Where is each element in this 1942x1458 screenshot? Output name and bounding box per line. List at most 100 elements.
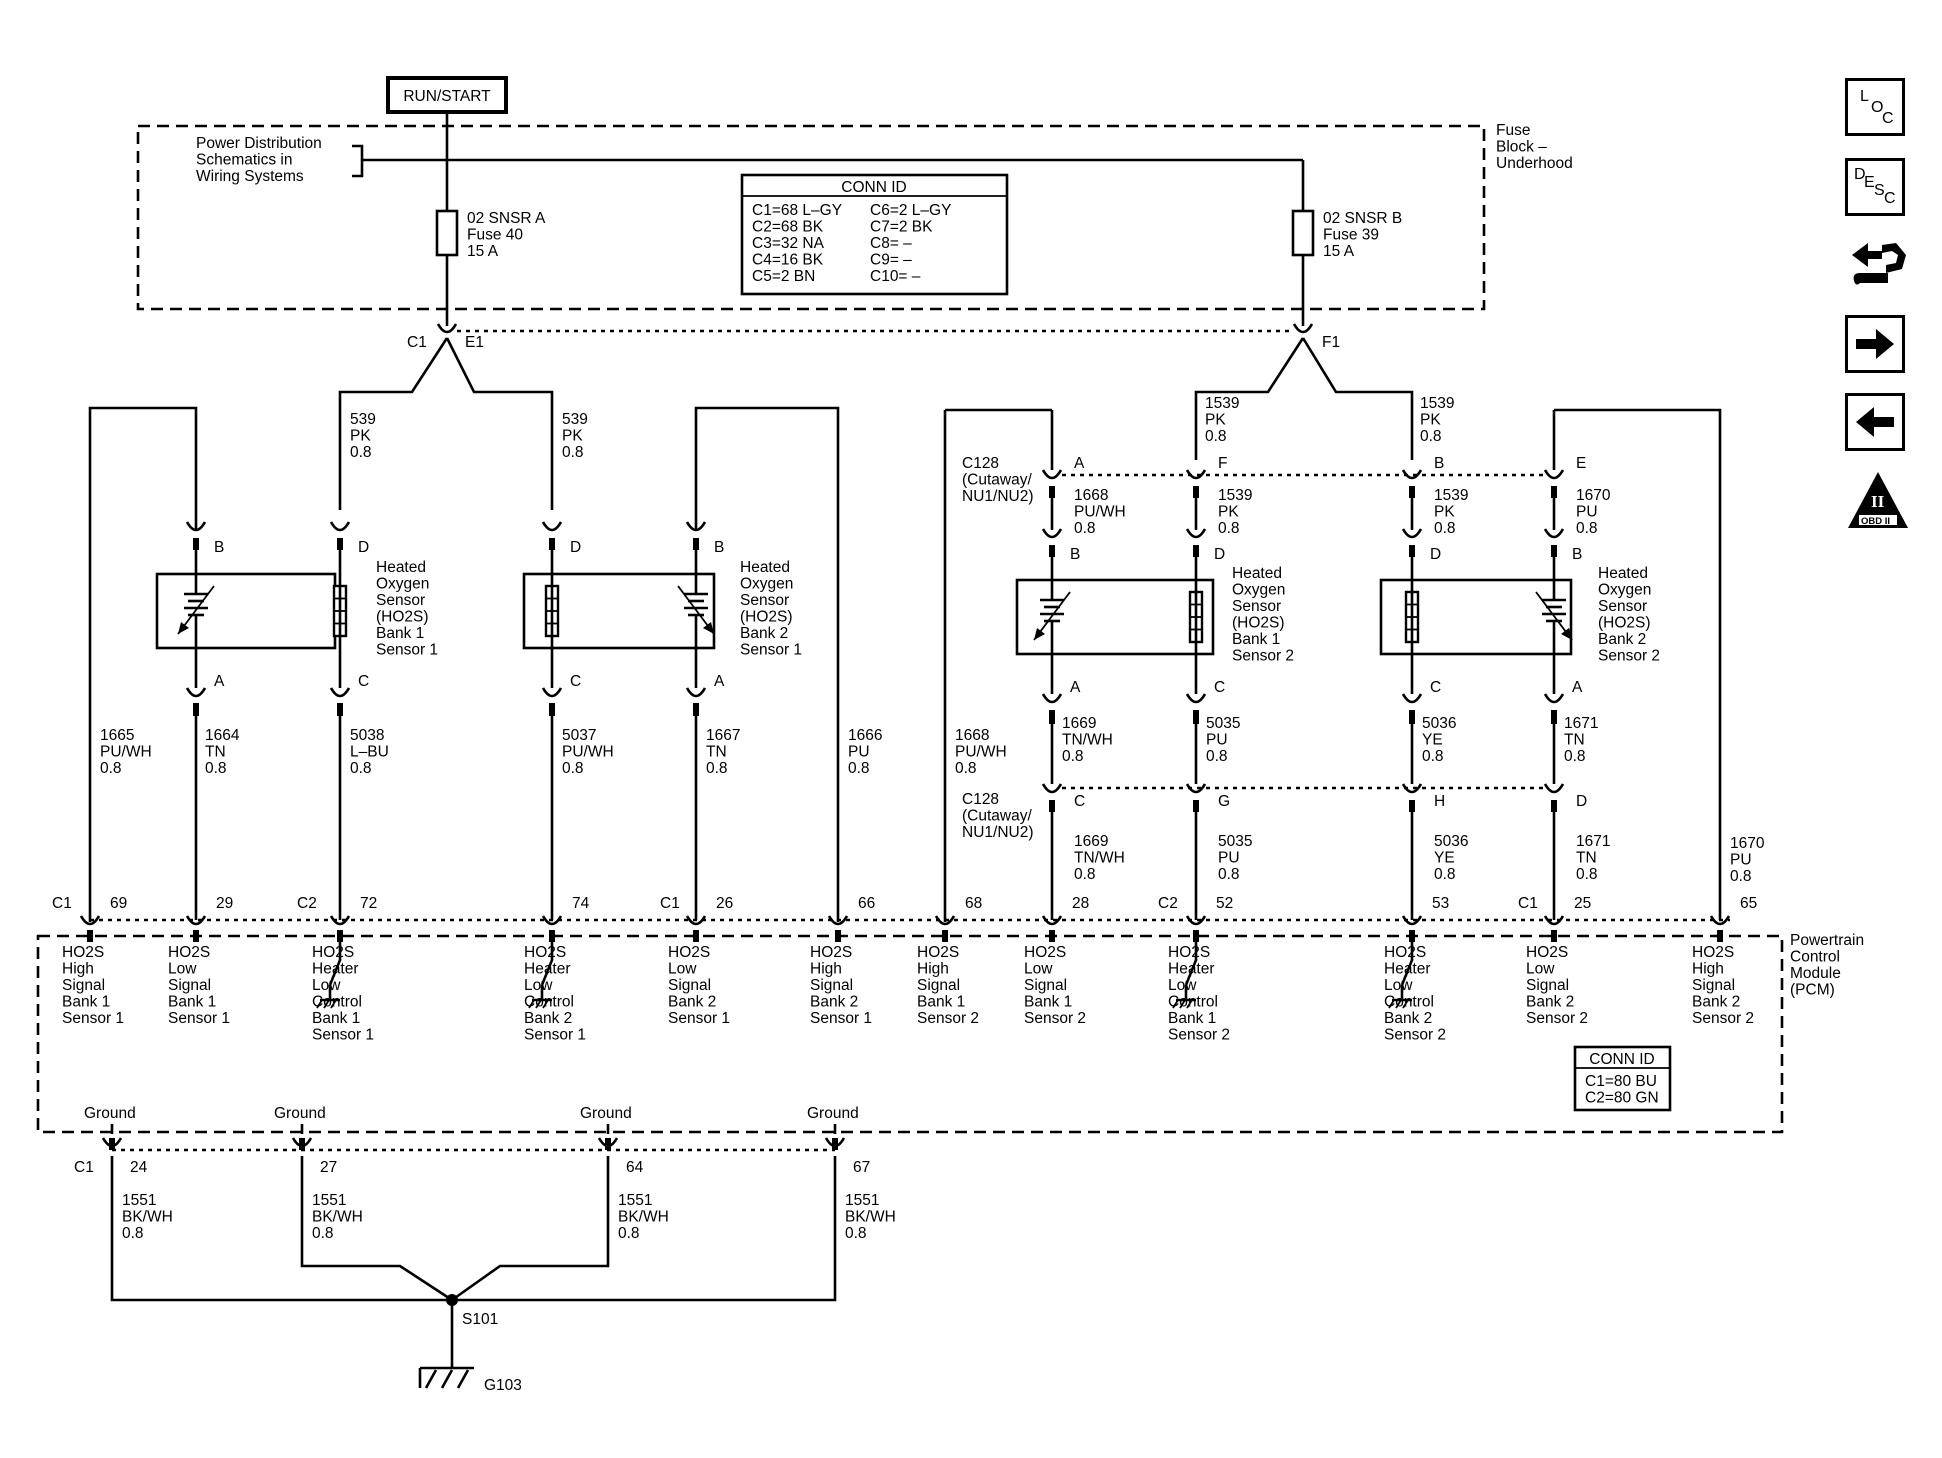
wire-1539a-label: 1539: [1205, 395, 1239, 412]
pcm-pin: [1401, 915, 1423, 926]
wire-1539b-label: 1539: [1420, 395, 1454, 412]
ground-wire-label: 0.8: [845, 1225, 867, 1242]
connector-face-button[interactable]: [1848, 235, 1908, 297]
pin-terminal: [1193, 712, 1199, 724]
pcm-pin-number: 74: [572, 895, 590, 912]
c128-lower-pin-label: G: [1218, 793, 1230, 810]
c128-upper-wire-label: PK: [1434, 504, 1455, 521]
fuse-40-label: 15 A: [467, 243, 499, 260]
signal-wire-label: PU: [1206, 732, 1228, 749]
pcm-pin-function: Bank 2: [1526, 994, 1574, 1011]
c128-upper-wire-label: 1539: [1218, 487, 1252, 504]
next-page-button[interactable]: [1845, 315, 1905, 373]
sensor-name: (HO2S): [1598, 615, 1651, 632]
wire: [424, 1369, 438, 1389]
obd-ii-button[interactable]: II OBD II: [1846, 470, 1910, 530]
sensor-name: Sensor: [376, 592, 425, 609]
sensor-box: [155, 572, 337, 650]
pcm-pin-function: Sensor 2: [1526, 1010, 1588, 1027]
ground-pin-number: 27: [320, 1159, 337, 1176]
pin-terminal: [693, 930, 699, 942]
pcm-pin: [1543, 915, 1565, 926]
pin-terminal: [1409, 712, 1415, 724]
signal-wire-label: 5038: [350, 727, 384, 744]
wire: [1388, 999, 1395, 1009]
sensor-top-pin-label: B: [214, 539, 224, 556]
pin-terminal: [299, 1138, 305, 1150]
pin-terminal: [1049, 712, 1055, 724]
fuse-block-title: Underhood: [1496, 155, 1573, 172]
sensor-name: Oxygen: [740, 576, 793, 593]
pcm-pin-function: HO2S: [917, 944, 959, 961]
pcm-pin-function: HO2S: [312, 944, 354, 961]
wire-1539a-label: 0.8: [1205, 428, 1227, 445]
c128-upper-label: C128: [962, 455, 999, 472]
pcm-pin-function: Bank 1: [917, 994, 965, 1011]
ground-pin-number: 67: [853, 1159, 870, 1176]
pcm-pin-function: Low: [1526, 961, 1555, 978]
pcm-pin-function: Sensor 1: [810, 1010, 872, 1027]
sensor-bottom-pin: [685, 687, 707, 698]
signal-wire-label: TN: [706, 744, 727, 761]
wire: [542, 999, 549, 1009]
pcm-pin-number: 52: [1216, 895, 1233, 912]
pin-terminal: [693, 703, 699, 715]
fuse-39-label: Fuse 39: [1323, 227, 1379, 244]
ground-wire-label: 0.8: [618, 1225, 640, 1242]
c128-lower-pin: [1543, 783, 1565, 794]
sensor-top-pin: [541, 521, 563, 532]
signal-wire-label: 0.8: [1564, 748, 1586, 765]
sensor-name: Heated: [376, 559, 426, 576]
pcm-pin-function: Signal: [1024, 977, 1067, 994]
c128-upper-pin-label: B: [1434, 455, 1444, 472]
pin-terminal: [1717, 930, 1723, 942]
pcm-conn-id-box: [1573, 1045, 1672, 1112]
sensor-name: Bank 2: [740, 625, 788, 642]
loc-c: C: [1882, 110, 1894, 127]
signal-wire-label: PU/WH: [955, 744, 1007, 761]
pin-terminal: [1551, 545, 1557, 557]
pcm-pin-function: Heater: [1168, 961, 1215, 978]
pcm-pin-function: Bank 2: [1692, 994, 1740, 1011]
power-distribution-note: Power Distribution: [196, 135, 322, 152]
c128-lower-label: NU1/NU2): [962, 824, 1033, 841]
sensor-name: Bank 1: [376, 625, 424, 642]
c128-lower-pin-label: H: [1434, 793, 1445, 810]
c128-lower-wire-label: TN/WH: [1074, 850, 1125, 867]
obd-label: OBD II: [1861, 516, 1890, 527]
description-button[interactable]: D E S C: [1845, 158, 1905, 216]
pin-terminal: [1409, 545, 1415, 557]
pin-terminal: [1049, 800, 1055, 812]
ground-wire-label: 1551: [122, 1192, 156, 1209]
pcm-pin-function: Sensor 1: [62, 1010, 124, 1027]
pcm-pin-function: High: [810, 961, 842, 978]
pcm-pin-function: HO2S: [1384, 944, 1426, 961]
pcm-pin: [685, 915, 707, 926]
pcm-pin-function: Low: [1384, 977, 1413, 994]
location-button[interactable]: L O C: [1845, 78, 1905, 136]
branch-539a: [338, 337, 449, 510]
c128-upper-wire-label: PU/WH: [1074, 504, 1126, 521]
c128-lower-pin: [1185, 783, 1207, 794]
pcm-pin-number: 68: [965, 895, 982, 912]
c128-lower-wire-label: PU: [1218, 850, 1240, 867]
ground-wire-label: BK/WH: [845, 1209, 896, 1226]
wire: [1402, 999, 1409, 1009]
pcm-pin-function: Sensor 1: [668, 1010, 730, 1027]
c1-label: C1: [407, 334, 427, 351]
previous-page-button[interactable]: [1845, 393, 1905, 451]
pin-terminal: [1551, 930, 1557, 942]
pin-terminal: [109, 1138, 115, 1150]
signal-wire-label: PU: [848, 744, 870, 761]
pin-terminal: [1193, 800, 1199, 812]
obd-roman: II: [1871, 492, 1885, 511]
sensor-bottom-pin-label: C: [570, 673, 581, 690]
wire-1539b-label: PK: [1420, 412, 1441, 429]
pcm-pin-function: HO2S: [168, 944, 210, 961]
pcm-pin-function: Sensor 2: [1692, 1010, 1754, 1027]
pcm-pin: [329, 915, 351, 926]
pcm-pin-number: 69: [110, 895, 127, 912]
c128-upper-label: NU1/NU2): [962, 488, 1033, 505]
sensor-bottom-pin: [1041, 693, 1063, 704]
pcm-connector-label: C2: [297, 895, 317, 912]
